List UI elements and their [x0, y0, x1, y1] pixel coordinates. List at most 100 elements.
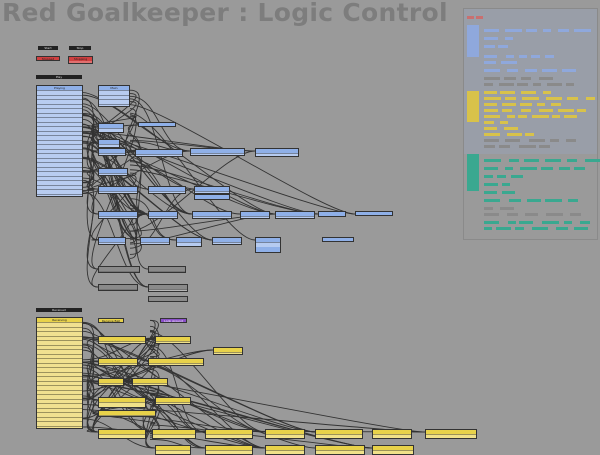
state-node[interactable]	[155, 336, 191, 344]
state-node[interactable]	[98, 429, 146, 439]
state-node[interactable]	[148, 296, 188, 302]
state-row[interactable]	[37, 112, 82, 118]
state-row[interactable]	[37, 175, 82, 181]
state-node[interactable]	[194, 194, 230, 200]
state-node[interactable]	[212, 237, 242, 245]
state-row[interactable]	[37, 385, 82, 390]
state-row[interactable]	[37, 139, 82, 145]
state-row[interactable]	[37, 362, 82, 368]
state-node[interactable]	[98, 410, 156, 417]
state-row[interactable]	[37, 412, 82, 417]
state-node[interactable]	[98, 148, 126, 156]
state-node[interactable]	[255, 148, 299, 157]
state-row[interactable]	[37, 153, 82, 158]
state-row[interactable]	[37, 394, 82, 399]
state-node[interactable]	[148, 358, 204, 366]
state-node[interactable]	[132, 378, 168, 386]
state-node[interactable]	[138, 122, 176, 127]
state-node[interactable]	[194, 186, 230, 194]
state-node[interactable]	[148, 186, 186, 194]
node-stopped[interactable]: Stopped	[36, 56, 60, 61]
state-node[interactable]	[205, 445, 253, 455]
state-row[interactable]	[37, 326, 82, 332]
state-row[interactable]	[37, 407, 82, 413]
state-row[interactable]	[37, 358, 82, 363]
state-row[interactable]	[37, 380, 82, 386]
state-node[interactable]	[98, 186, 138, 194]
state-row[interactable]	[37, 353, 82, 359]
state-node[interactable]	[176, 237, 202, 247]
node-receiving[interactable]: Receiving	[36, 317, 83, 429]
state-row[interactable]	[37, 148, 82, 154]
node-stopping[interactable]: Stopping	[68, 56, 93, 64]
state-row[interactable]	[37, 340, 82, 345]
state-row[interactable]	[37, 389, 82, 395]
state-row[interactable]	[37, 193, 82, 197]
node-main[interactable]: Main	[98, 85, 130, 107]
state-node[interactable]	[98, 378, 124, 386]
state-row[interactable]	[37, 162, 82, 167]
state-row[interactable]	[37, 425, 82, 429]
state-row[interactable]	[99, 94, 129, 100]
state-row[interactable]	[37, 367, 82, 372]
state-row[interactable]	[37, 331, 82, 336]
state-row[interactable]	[37, 180, 82, 185]
state-node[interactable]	[318, 211, 346, 217]
state-node[interactable]	[205, 429, 253, 439]
state-row[interactable]	[37, 108, 82, 113]
state-node[interactable]	[213, 347, 243, 355]
state-row[interactable]	[37, 335, 82, 341]
node-receive-ball[interactable]: Receive Ball	[98, 318, 124, 323]
state-node[interactable]	[135, 149, 183, 157]
state-row[interactable]	[37, 371, 82, 377]
state-row[interactable]	[37, 94, 82, 100]
state-row[interactable]	[99, 99, 129, 104]
state-node[interactable]	[98, 336, 146, 344]
state-node[interactable]	[275, 211, 315, 219]
state-row[interactable]	[37, 157, 82, 163]
state-node[interactable]	[155, 445, 191, 455]
state-node[interactable]	[148, 211, 178, 219]
state-node[interactable]	[355, 211, 393, 216]
state-row[interactable]	[37, 376, 82, 381]
state-node[interactable]	[98, 397, 146, 408]
state-node[interactable]	[98, 266, 140, 273]
state-row[interactable]	[37, 121, 82, 127]
state-node[interactable]	[148, 284, 188, 292]
state-node[interactable]	[315, 445, 365, 455]
state-node[interactable]	[140, 237, 170, 245]
state-row[interactable]	[37, 398, 82, 404]
state-row[interactable]	[37, 344, 82, 350]
state-node[interactable]	[372, 429, 412, 439]
state-row[interactable]	[37, 99, 82, 104]
state-node[interactable]	[315, 429, 363, 439]
state-node[interactable]	[190, 148, 245, 156]
state-row[interactable]	[37, 135, 82, 140]
state-row[interactable]	[37, 184, 82, 190]
state-node[interactable]	[152, 429, 196, 439]
state-node[interactable]	[240, 211, 270, 219]
state-row[interactable]	[37, 130, 82, 136]
state-row[interactable]	[37, 322, 82, 327]
state-row[interactable]	[37, 90, 82, 95]
state-row[interactable]	[37, 403, 82, 408]
state-row[interactable]	[37, 117, 82, 122]
state-node[interactable]	[372, 445, 414, 455]
state-row[interactable]	[37, 171, 82, 176]
state-node[interactable]	[98, 168, 128, 176]
state-node[interactable]	[265, 445, 305, 455]
state-row[interactable]	[37, 421, 82, 426]
state-row[interactable]	[37, 166, 82, 172]
state-row[interactable]	[37, 144, 82, 149]
state-node[interactable]	[322, 237, 354, 242]
state-node[interactable]	[98, 211, 138, 219]
state-row[interactable]	[37, 103, 82, 109]
state-node[interactable]	[98, 284, 138, 291]
state-node[interactable]	[98, 123, 124, 133]
state-node[interactable]	[425, 429, 477, 439]
state-row[interactable]	[99, 103, 129, 107]
state-node[interactable]	[98, 358, 138, 366]
state-node[interactable]	[265, 429, 305, 439]
state-row[interactable]	[37, 349, 82, 354]
state-row[interactable]	[37, 189, 82, 194]
